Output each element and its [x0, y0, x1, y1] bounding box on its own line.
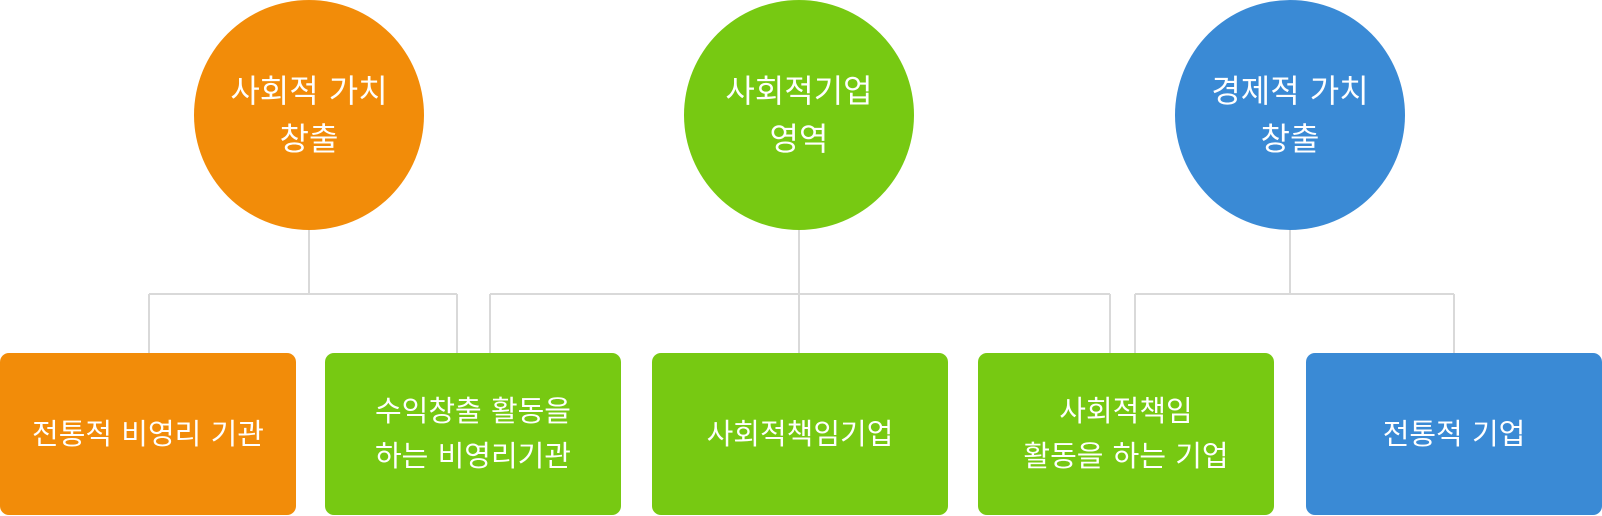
box-socially-responsible-enterprise: 사회적책임기업 [652, 353, 948, 515]
box-csr-enterprise: 사회적책임 활동을 하는 기업 [978, 353, 1274, 515]
circle-social-enterprise: 사회적기업 영역 [684, 0, 914, 230]
box-traditional-nonprofit: 전통적 비영리 기관 [0, 353, 296, 515]
circle-economic-value: 경제적 가치 창출 [1175, 0, 1405, 230]
box-traditional-business: 전통적 기업 [1306, 353, 1602, 515]
circle-social-value: 사회적 가치 창출 [194, 0, 424, 230]
box-revenue-nonprofit: 수익창출 활동을 하는 비영리기관 [325, 353, 621, 515]
